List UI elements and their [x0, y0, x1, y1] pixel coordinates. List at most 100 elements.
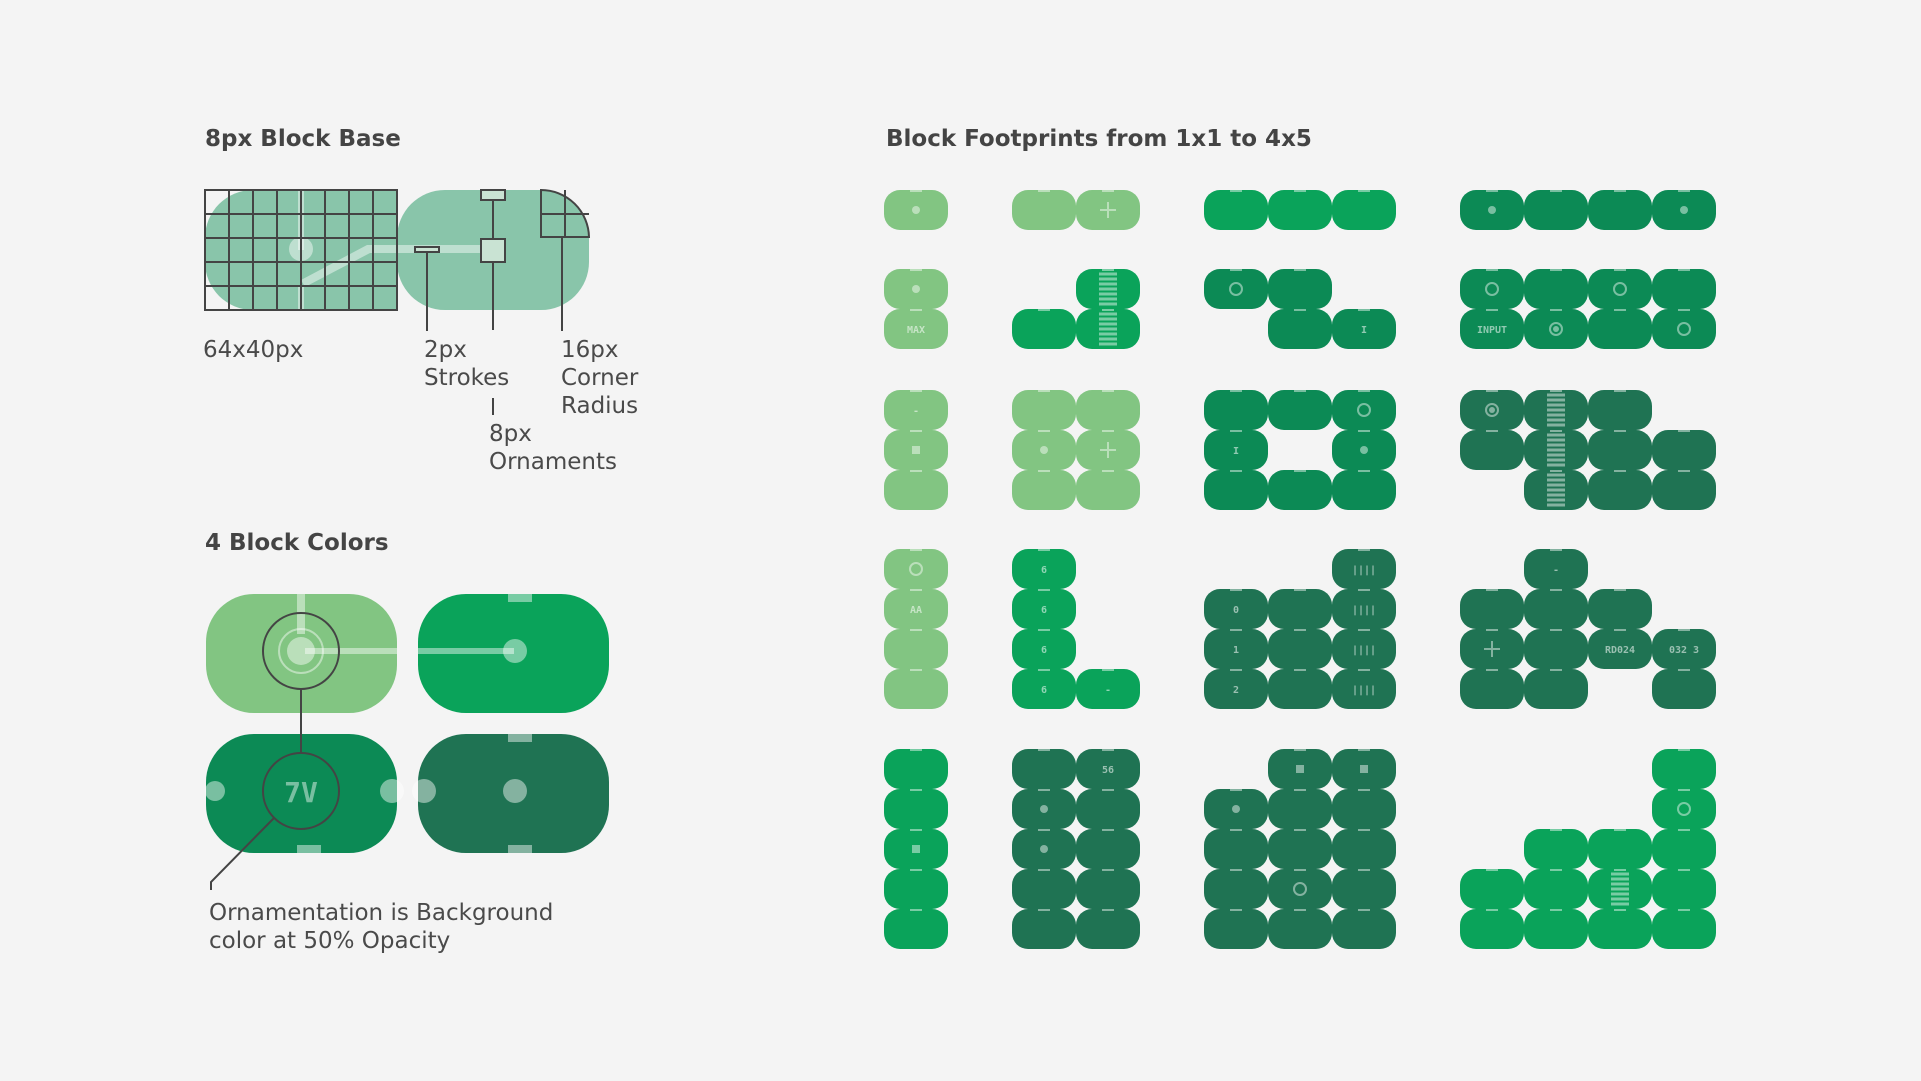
connector-notch: [1486, 190, 1498, 192]
connector-notch: [1614, 430, 1626, 432]
block-cell: [1012, 629, 1076, 669]
connector-notch: [1486, 430, 1498, 432]
connector-notch: [1230, 909, 1242, 911]
cell-label: 6: [1041, 605, 1047, 616]
connector-notch: [1614, 909, 1626, 911]
stroke-label-2: Strokes: [424, 365, 509, 391]
block-cell: [1268, 789, 1332, 829]
connector-notch: [1550, 430, 1562, 432]
footprint-3x1: [1204, 190, 1396, 230]
connector-notch: [910, 269, 922, 271]
block-cell: [1012, 829, 1076, 869]
connector-notch: [910, 629, 922, 631]
footprint-1x2: MAX: [884, 269, 948, 349]
block-cell: [1588, 829, 1652, 869]
connector-notch: [1358, 390, 1370, 392]
block-cell: [884, 669, 948, 709]
dot-icon: [1040, 805, 1048, 813]
connector-notch: [910, 789, 922, 791]
block-cell: [1652, 430, 1716, 470]
connector-notch: [1294, 309, 1306, 311]
block-cell: [1652, 190, 1716, 230]
block-cell: [1204, 829, 1268, 869]
block-cell: [1204, 869, 1268, 909]
block-cell: [1332, 470, 1396, 510]
block-cell: [1332, 309, 1396, 349]
swatch-mid-green: [206, 734, 397, 853]
block-cell: [1204, 589, 1268, 629]
connector-notch: [1550, 909, 1562, 911]
connector-notch: [1102, 190, 1114, 192]
connector-notch: [1550, 669, 1562, 671]
block-cell: [1076, 829, 1140, 869]
dot-icon: [1488, 206, 1496, 214]
cell-label: ||||: [1352, 685, 1376, 696]
connector-notch: [1038, 190, 1050, 192]
block-base-title: 8px Block Base: [205, 126, 401, 152]
footprint-2x1: [1012, 190, 1140, 230]
block-cell: [1204, 629, 1268, 669]
square-icon: [912, 446, 920, 454]
connector-notch: [1678, 430, 1690, 432]
block-cell: [1652, 669, 1716, 709]
connector-notch: [1102, 430, 1114, 432]
caption-line-2: color at 50% Opacity: [209, 928, 450, 954]
block-cell: [1460, 309, 1524, 349]
footprint-1x1: [884, 190, 948, 230]
connector-notch: [1486, 589, 1498, 591]
block-cell: [1076, 749, 1140, 789]
block-cell: [1268, 869, 1332, 909]
connector-notch: [1038, 390, 1050, 392]
connector-notch: [1038, 589, 1050, 591]
block-cell: [1332, 549, 1396, 589]
connector-notch: [1486, 390, 1498, 392]
connector-notch: [1614, 869, 1626, 871]
connector-notch: [1230, 629, 1242, 631]
connector-notch: [1358, 470, 1370, 472]
block-cell: [1332, 629, 1396, 669]
plus-icon: [1100, 202, 1116, 218]
block-cell: [1524, 629, 1588, 669]
connector-notch: [1486, 869, 1498, 871]
connector-notch: [1038, 909, 1050, 911]
block-cell: [884, 909, 948, 949]
caption-line-1: Ornamentation is Background: [209, 900, 553, 926]
footprint-1x5: [884, 749, 948, 949]
footprint-4x2: INPUT: [1460, 269, 1716, 349]
block-cell: [1652, 629, 1716, 669]
bars-icon: [1099, 312, 1117, 346]
dot-icon: [1680, 206, 1688, 214]
block-cell: [1012, 869, 1076, 909]
connector-notch: [910, 470, 922, 472]
connector-notch: [1294, 269, 1306, 271]
bars-icon: [1611, 872, 1629, 906]
footprint-1x3: -: [884, 390, 948, 510]
cell-label: ||||: [1352, 565, 1376, 576]
connector-notch: [1550, 390, 1562, 392]
block-cell: [1204, 789, 1268, 829]
connector-notch: [1550, 470, 1562, 472]
block-cell: [1204, 430, 1268, 470]
block-cell: [1332, 589, 1396, 629]
block-cell: [1268, 669, 1332, 709]
block-cell: [1012, 190, 1076, 230]
block-cell: [1012, 669, 1076, 709]
ring-icon: [909, 562, 923, 576]
bars-icon: [1547, 433, 1565, 467]
block-cell: [1012, 749, 1076, 789]
cell-label: 56: [1102, 765, 1114, 776]
block-cell: [1268, 390, 1332, 430]
color-swatches: 7V: [205, 594, 609, 890]
connector-notch: [1678, 269, 1690, 271]
block-cell: [884, 390, 948, 430]
pixel-grid: [204, 189, 398, 311]
block-cell: [1460, 909, 1524, 949]
cell-label: 6: [1041, 685, 1047, 696]
block-cell: [1460, 629, 1524, 669]
block-cell: [884, 430, 948, 470]
connector-notch: [1678, 669, 1690, 671]
size-label: 64x40px: [203, 337, 303, 363]
cell-label: 6: [1041, 645, 1047, 656]
